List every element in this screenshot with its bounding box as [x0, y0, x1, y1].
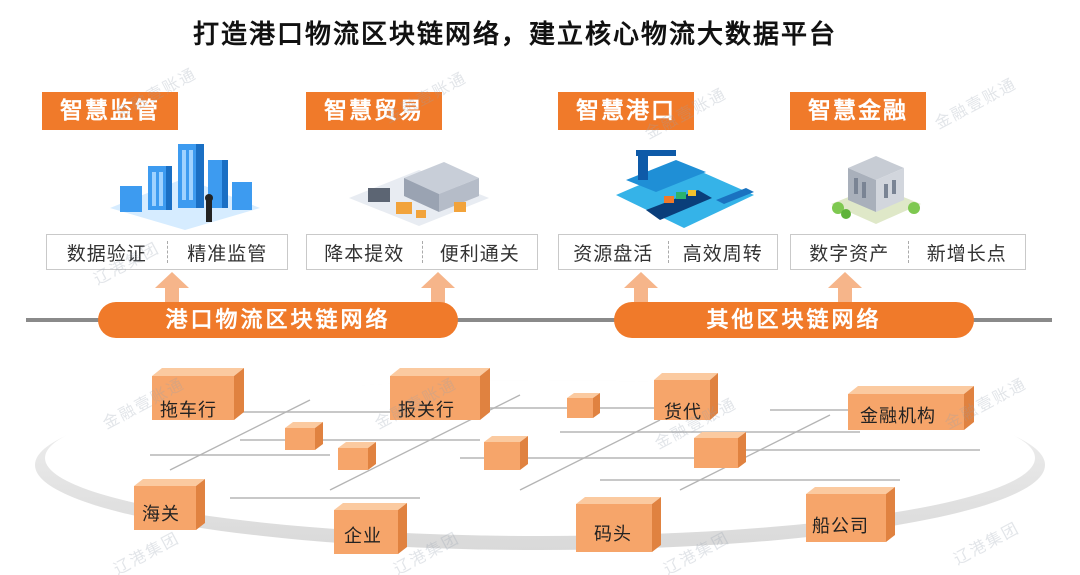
blockchain-platform — [35, 368, 1045, 554]
benefit-efficient-turnover: 高效周转 — [682, 242, 763, 265]
separator — [421, 241, 423, 263]
tag-smart-trade: 智慧贸易 — [306, 92, 442, 130]
tag-smart-finance: 智慧金融 — [790, 92, 926, 130]
node-tow-company: 拖车行 — [160, 400, 217, 421]
tag-smart-port: 智慧港口 — [558, 92, 694, 130]
benefit-data-verification: 数据验证 — [66, 242, 147, 265]
up-arrow-icon — [421, 272, 455, 304]
small-blocks — [285, 393, 746, 470]
page-title: 打造港口物流区块链网络，建立核心物流大数据平台 — [192, 20, 837, 50]
labeled-blocks — [134, 368, 974, 554]
up-arrow-icon — [828, 272, 862, 304]
node-customs: 海关 — [142, 504, 180, 525]
up-arrow-icon — [624, 272, 658, 304]
node-customs-broker: 报关行 — [398, 400, 455, 421]
benefit-resource-activation: 资源盘活 — [573, 242, 654, 265]
benefits-finance: 数字资产 新增长点 — [790, 234, 1026, 270]
node-shipping-company: 船公司 — [812, 516, 869, 537]
separator — [166, 241, 168, 263]
tag-smart-supervision: 智慧监管 — [42, 92, 178, 130]
benefits-supervision: 数据验证 精准监管 — [46, 234, 288, 270]
node-enterprise: 企业 — [344, 526, 382, 547]
benefit-precise-supervision: 精准监管 — [187, 242, 268, 265]
warehouse-trade-icon — [349, 162, 489, 226]
node-financial-institution: 金融机构 — [860, 406, 936, 427]
up-arrow-icon — [155, 272, 189, 304]
benefits-port: 资源盘活 高效周转 — [558, 234, 778, 270]
node-freight-forwarder: 货代 — [664, 402, 702, 423]
benefit-customs-clearance: 便利通关 — [439, 242, 520, 265]
benefit-new-growth: 新增长点 — [926, 242, 1007, 265]
benefit-cost-efficiency: 降本提效 — [324, 242, 405, 265]
watermark: 金融壹账通 — [931, 73, 1020, 133]
separator — [667, 241, 669, 263]
other-blockchain-network: 其他区块链网络 — [614, 302, 974, 338]
benefit-digital-assets: 数字资产 — [809, 242, 890, 265]
separator — [907, 241, 909, 263]
network-baseline — [26, 318, 1052, 322]
bank-building-icon — [831, 156, 921, 224]
port-logistics-blockchain-network: 港口物流区块链网络 — [98, 302, 458, 338]
smart-city-icon — [110, 144, 260, 230]
smart-port-icon — [616, 150, 754, 228]
benefits-trade: 降本提效 便利通关 — [306, 234, 538, 270]
node-terminal: 码头 — [594, 524, 632, 545]
